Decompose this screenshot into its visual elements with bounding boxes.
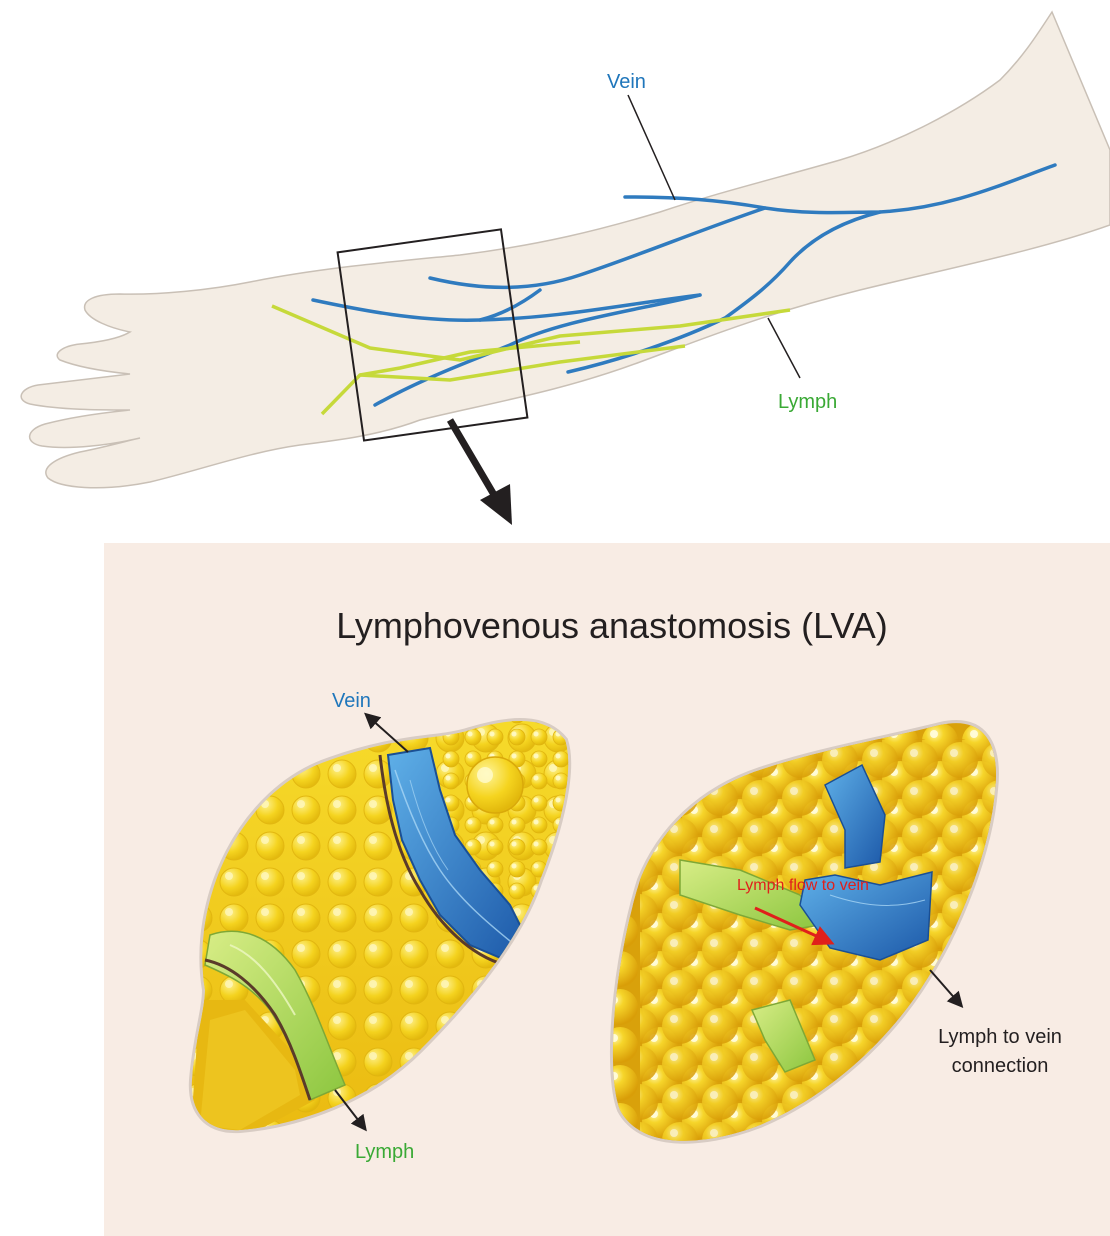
large-fat-bubble bbox=[467, 757, 523, 813]
flow-label: Lymph flow to vein bbox=[737, 877, 869, 894]
lymph-leader-line bbox=[768, 318, 800, 378]
lva-panel: Lymphovenous anastomosis (LVA) bbox=[104, 543, 1110, 1236]
arm-vein-label: Vein bbox=[607, 71, 646, 93]
zoom-arrow-head bbox=[480, 484, 512, 525]
zoom-arrow bbox=[450, 420, 500, 505]
panel-title: Lymphovenous anastomosis (LVA) bbox=[336, 605, 888, 646]
connection-label-line2: connection bbox=[952, 1055, 1049, 1077]
vein-leader-line bbox=[628, 95, 675, 200]
arm-silhouette bbox=[21, 12, 1110, 488]
arm-illustration: Vein Lymph bbox=[21, 12, 1110, 525]
connection-label-line1: Lymph to vein bbox=[938, 1026, 1062, 1048]
arm-lymph-label: Lymph bbox=[778, 391, 837, 413]
left-lymph-label: Lymph bbox=[355, 1141, 414, 1163]
left-vein-label: Vein bbox=[332, 690, 371, 712]
